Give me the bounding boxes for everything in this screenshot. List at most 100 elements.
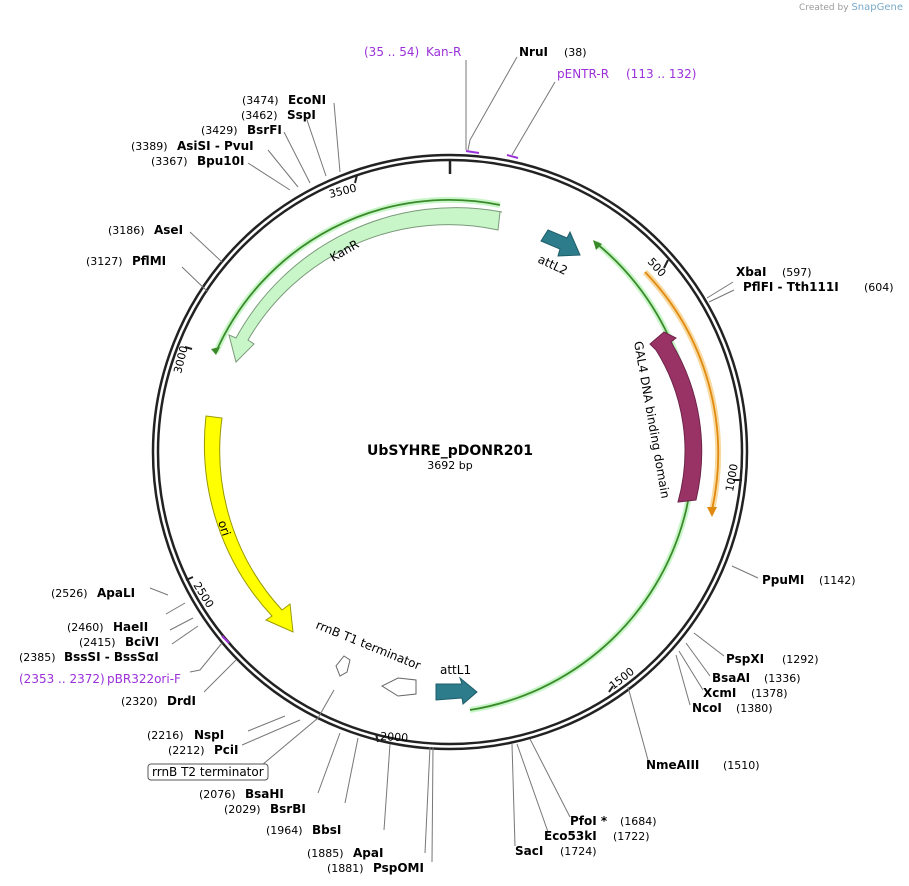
site-name-bbsi: BbsI: [312, 823, 341, 837]
orange-arc-line: [644, 271, 719, 511]
feature-kanr: [228, 207, 503, 363]
site-name-bpu10i: Bpu10I: [197, 154, 244, 168]
site-pos-pcii: (2212): [168, 744, 205, 757]
tick-1500: [608, 685, 614, 693]
site-name-econi: EcoNI: [288, 93, 326, 107]
green-arc-right-head: [593, 240, 602, 250]
tick-label-1000: 1000: [723, 463, 741, 493]
site-pos-bbsi: (1964): [266, 824, 303, 837]
site-name-pspxi: PspXI: [726, 652, 764, 666]
site-pos-haeii: (2460): [67, 621, 104, 634]
site-pos-pflmi: (3127): [86, 255, 123, 268]
site-pos-apai: (1885): [307, 847, 344, 860]
site-name-bsssi: BssSI - BssSαI: [64, 650, 159, 664]
site-name-apai: ApaI: [353, 846, 383, 860]
green-arc-right-line: [469, 242, 695, 711]
site-pos-pspxi: (1292): [782, 653, 819, 666]
site-name-apali: ApaLI: [97, 586, 135, 600]
site-name-pflmi: PflMI: [132, 254, 166, 268]
site-name-nrui: NruI: [519, 45, 548, 59]
feature-rrnb-t1-part1: [380, 677, 417, 697]
orange-arc-head: [707, 507, 717, 517]
site-name-bsrbi: BsrBI: [270, 802, 306, 816]
site-name-saci: SacI: [515, 844, 543, 858]
site-name-pflfi: PflFI - Tth111I: [743, 280, 839, 294]
feature-rrnb-t1-part2: [335, 655, 351, 677]
site-pos-nspi: (2216): [147, 729, 184, 742]
callout-label-rrnb-t2: rrnB T2 terminator: [152, 765, 264, 779]
tick-3000: [184, 346, 193, 350]
site-pos-bsahi: (2076): [199, 788, 236, 801]
site-pos-pflfi: (604): [864, 281, 894, 294]
site-pos-bpu10i: (3367): [151, 155, 188, 168]
site-name-pspomi: PspOMI: [373, 861, 424, 875]
site-name-pfoi: PfoI *: [570, 814, 608, 828]
site-pos-ppumi: (1142): [819, 574, 856, 587]
backbone-outer: [151, 153, 749, 751]
primer-range-kan-r: (35 .. 54): [364, 45, 419, 59]
site-pos-bcivi: (2415): [79, 636, 116, 649]
site-name-haeii: HaeII: [113, 620, 148, 634]
site-pos-bsrfi: (3429): [201, 124, 238, 137]
site-name-pcii: PciI: [214, 743, 239, 757]
feature-label-rrnb-t1: rrnB T1 terminator: [314, 618, 423, 673]
site-name-asei: AseI: [154, 223, 183, 237]
snapgene-brand: Created by SnapGene: [799, 2, 903, 13]
callout-box-rrnb-t2: [147, 763, 269, 781]
site-name-bsrfi: BsrFI: [247, 123, 282, 137]
site-pos-apali: (2526): [51, 587, 88, 600]
restriction-sites: NruI (38) XbaI (597) PflFI - Tth111I (60…: [19, 45, 894, 875]
site-pos-sspi: (3462): [241, 109, 278, 122]
tick-500: [663, 259, 669, 269]
feature-ori: [203, 415, 294, 633]
site-name-xcmi: XcmI: [703, 686, 736, 700]
site-name-nmeaiii: NmeAIII: [646, 758, 699, 772]
primer-range-pentr-r: (113 .. 132): [626, 67, 696, 81]
feature-gal4: [649, 331, 703, 503]
snapgene-logo-text: SnapGene: [851, 2, 903, 13]
site-pos-drdi: (2320): [121, 695, 158, 708]
plasmid-name: UbSYHRE_pDONR201: [367, 443, 533, 459]
plasmid-length: 3692 bp: [427, 459, 472, 472]
site-name-bcivi: BciVI: [125, 635, 159, 649]
site-pos-xcmi: (1378): [751, 687, 788, 700]
site-pos-bsssi: (2385): [19, 651, 56, 664]
tick-2000: [375, 733, 379, 743]
feature-label-ori: ori: [215, 519, 233, 538]
primer-range-pbr322: (2353 .. 2372): [19, 672, 105, 686]
site-pos-asisi: (3389): [131, 140, 168, 153]
primers: (35 .. 54) Kan-R pENTR-R (113 .. 132) (2…: [19, 45, 696, 686]
site-pos-saci: (1724): [560, 845, 597, 858]
site-name-xbai: XbaI: [736, 265, 766, 279]
site-pos-ncoi: (1380): [736, 702, 773, 715]
primer-name-kan-r: Kan-R: [426, 45, 461, 59]
site-name-drdi: DrdI: [167, 694, 196, 708]
leader-lines: [149, 56, 759, 863]
tick-3500: [354, 174, 358, 184]
site-pos-xbai: (597): [782, 266, 812, 279]
site-pos-nmeaiii: (1510): [723, 759, 760, 772]
site-pos-pspomi: (1881): [327, 862, 364, 875]
green-arc-left-head: [211, 347, 220, 355]
feature-attl1: [435, 676, 478, 705]
site-name-eco53ki: Eco53kI: [544, 829, 597, 843]
feature-label-attl1: attL1: [440, 663, 471, 677]
site-pos-pfoi: (1684): [620, 815, 657, 828]
tick-2500: [185, 576, 194, 581]
site-pos-bsrbi: (2029): [224, 803, 261, 816]
primer-bar-kan-r: [465, 150, 480, 154]
site-pos-eco53ki: (1722): [613, 830, 650, 843]
feature-attl2: [540, 229, 581, 257]
site-name-ncoi: NcoI: [692, 701, 722, 715]
primer-bar-pbr322: [221, 635, 230, 644]
site-pos-asei: (3186): [108, 224, 145, 237]
tick-label-3000: 3000: [171, 344, 190, 374]
green-arc-left-line: [215, 199, 501, 353]
site-name-ppumi: PpuMI: [762, 573, 804, 587]
site-name-sspi: SspI: [287, 108, 316, 122]
site-name-bsahi: BsaHI: [245, 787, 284, 801]
site-name-bsaai: BsaAI: [712, 671, 750, 685]
site-pos-nrui: (38): [564, 46, 587, 59]
site-pos-econi: (3474): [242, 94, 279, 107]
